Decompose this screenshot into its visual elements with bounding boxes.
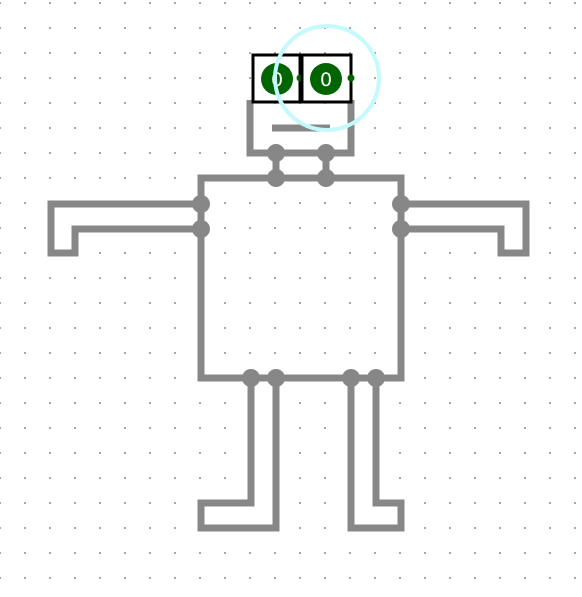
junction-dot (242, 369, 260, 387)
left-arm-wire[interactable] (47, 200, 201, 257)
led-bulb (310, 63, 342, 95)
junction-dot (267, 144, 285, 162)
body-wire[interactable] (197, 174, 405, 382)
junction-dot (392, 195, 410, 213)
led-value: 0 (320, 69, 332, 91)
junction-dot (367, 369, 385, 387)
right-leg-wire[interactable] (347, 378, 405, 532)
junction-dot (192, 220, 210, 238)
left-leg-wire[interactable] (197, 378, 280, 532)
selection-highlight-ring (273, 24, 381, 132)
junction-dot (192, 195, 210, 213)
junction-dot (267, 369, 285, 387)
right-arm-wire[interactable] (401, 200, 530, 257)
junction-dot (342, 369, 360, 387)
head-wire[interactable] (246, 100, 355, 157)
junction-dot (317, 144, 335, 162)
junction-dot (317, 169, 335, 187)
led-input-port[interactable] (347, 74, 355, 82)
junction-dot (392, 220, 410, 238)
right-eye-led[interactable]: 0 (300, 53, 355, 104)
junction-dot (267, 169, 285, 187)
